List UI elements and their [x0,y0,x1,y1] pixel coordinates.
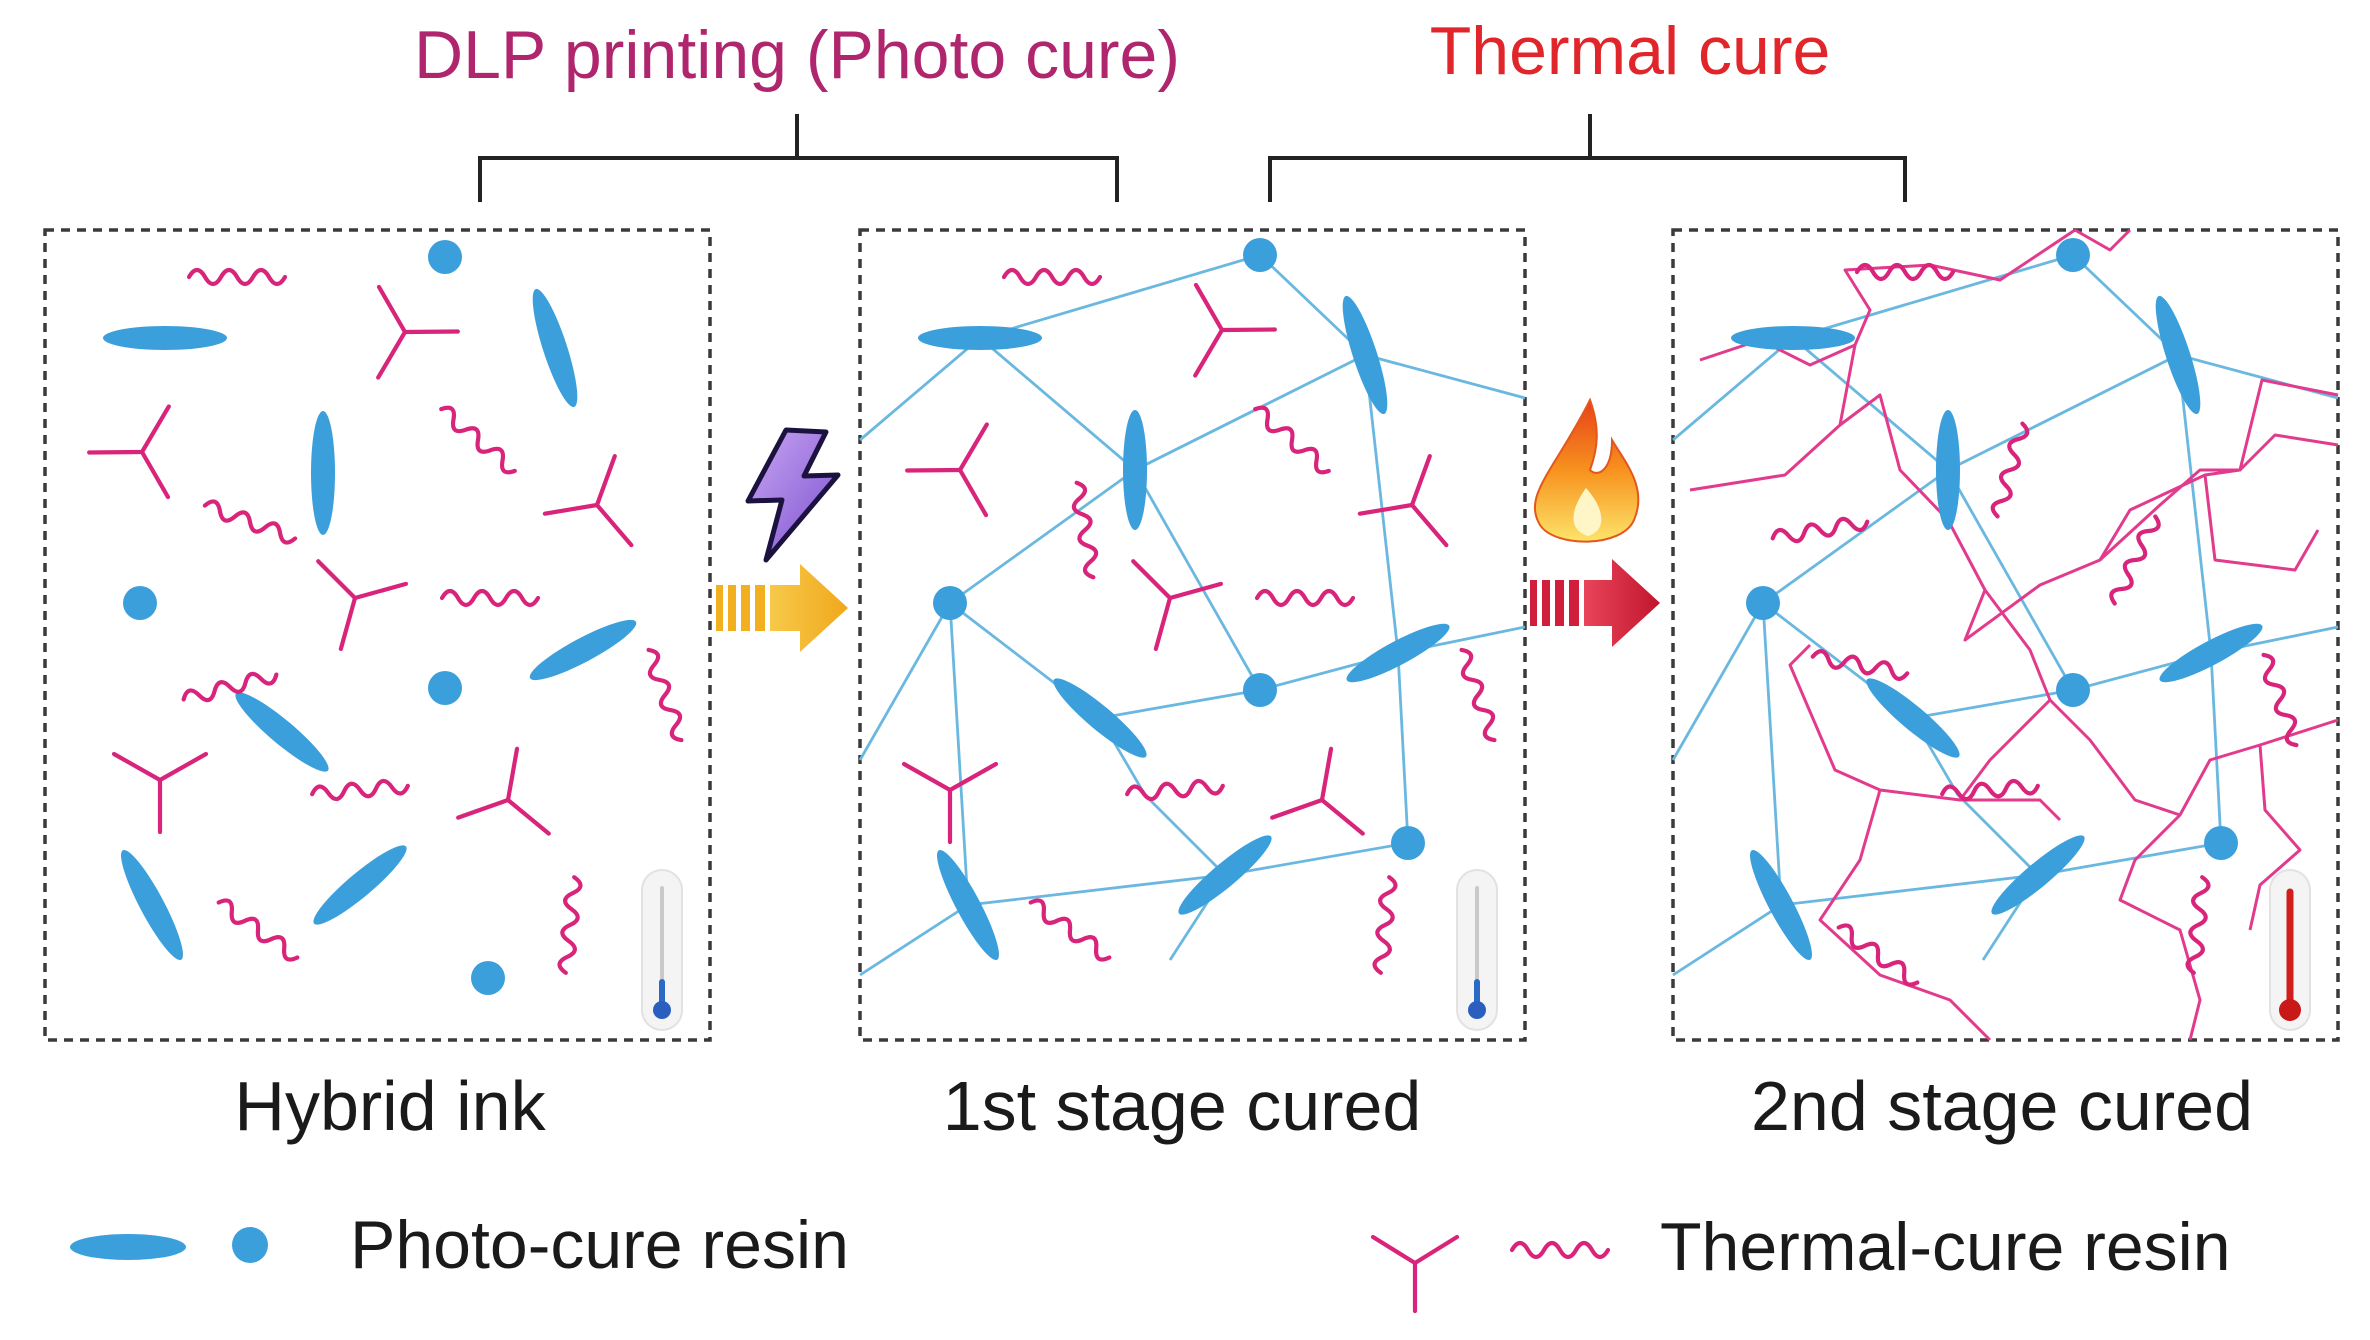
panel-label-first-stage: 1st stage cured [943,1067,1422,1145]
legend-thermal-cure-label: Thermal-cure resin [1660,1209,2231,1285]
panel-second-stage [1671,228,2340,1042]
legend: Photo-cure resin Thermal-cure resin [70,1207,2231,1311]
thermometer-cold-icon [642,870,682,1030]
thermal-cure-header: Thermal cure [1430,13,1831,89]
panel-frame [1671,228,2340,1042]
panel-frame [43,228,712,1042]
flame-icon [1534,397,1640,543]
thermal-cure-bracket [1268,114,1907,202]
legend-photo-cure-symbols [70,1227,268,1263]
photo-cure-molecules [1731,238,2263,961]
legend-photo-cure-label: Photo-cure resin [350,1207,849,1283]
thermometer-cold-icon [1457,870,1497,1030]
photo-cure-bracket [478,114,1119,202]
thermometer-hot-icon [2270,870,2310,1030]
panel-frame [858,228,1527,1042]
thermal-network-lines [1689,228,2339,1042]
photo-cure-molecules [103,240,637,995]
photo-cure-molecules [918,238,1450,961]
panel-hybrid-ink [43,228,712,1042]
process-arrow-photo [716,564,848,652]
lightning-icon [745,427,841,563]
photo-cure-header: DLP printing (Photo cure) [414,17,1180,93]
panel-label-second-stage: 2nd stage cured [1751,1067,2253,1145]
process-arrow-thermal [1530,559,1660,647]
panel-first-stage [858,228,1527,1042]
legend-thermal-cure-symbols [1373,1237,1608,1311]
panel-label-hybrid-ink: Hybrid ink [234,1067,546,1145]
